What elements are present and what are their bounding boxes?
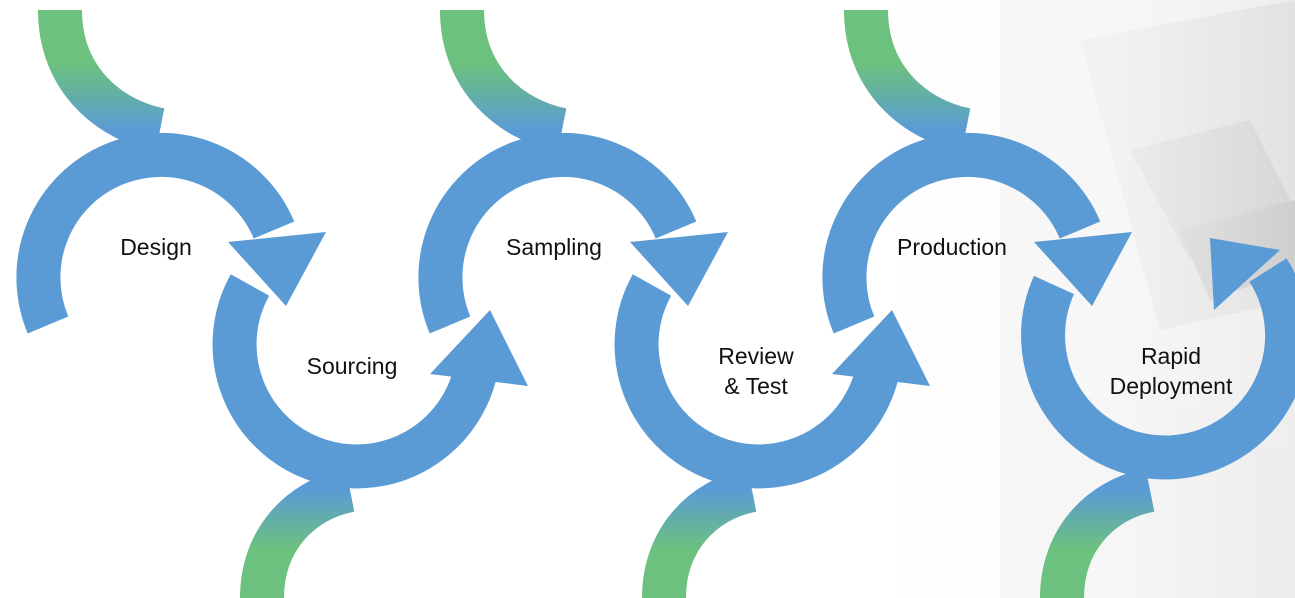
production-arrow: [822, 9, 1132, 334]
review-text-line1: Review: [718, 343, 794, 369]
sampling-text: Sampling: [506, 234, 602, 260]
design-arrow: [16, 9, 326, 334]
rapid-deployment-arrow: [1021, 238, 1295, 598]
sourcing-text: Sourcing: [306, 353, 398, 379]
design-text: Design: [120, 234, 192, 260]
production-text: Production: [897, 234, 1007, 260]
stage-label-production: Production: [872, 232, 1032, 262]
review-test-arrow: [614, 274, 930, 598]
stage-label-design: Design: [96, 232, 216, 262]
sourcing-arrow: [212, 274, 528, 598]
review-text-line2: & Test: [724, 373, 788, 399]
sampling-arrow: [418, 9, 728, 334]
stage-label-sampling: Sampling: [484, 232, 624, 262]
stage-label-review-test: Review & Test: [696, 341, 816, 401]
rapid-text-line1: Rapid: [1140, 343, 1202, 369]
stage-label-rapid-deployment: Rapid Deployment: [1086, 341, 1256, 401]
rapid-text-line2: Deployment: [1109, 373, 1233, 399]
stage-label-sourcing: Sourcing: [292, 351, 412, 381]
